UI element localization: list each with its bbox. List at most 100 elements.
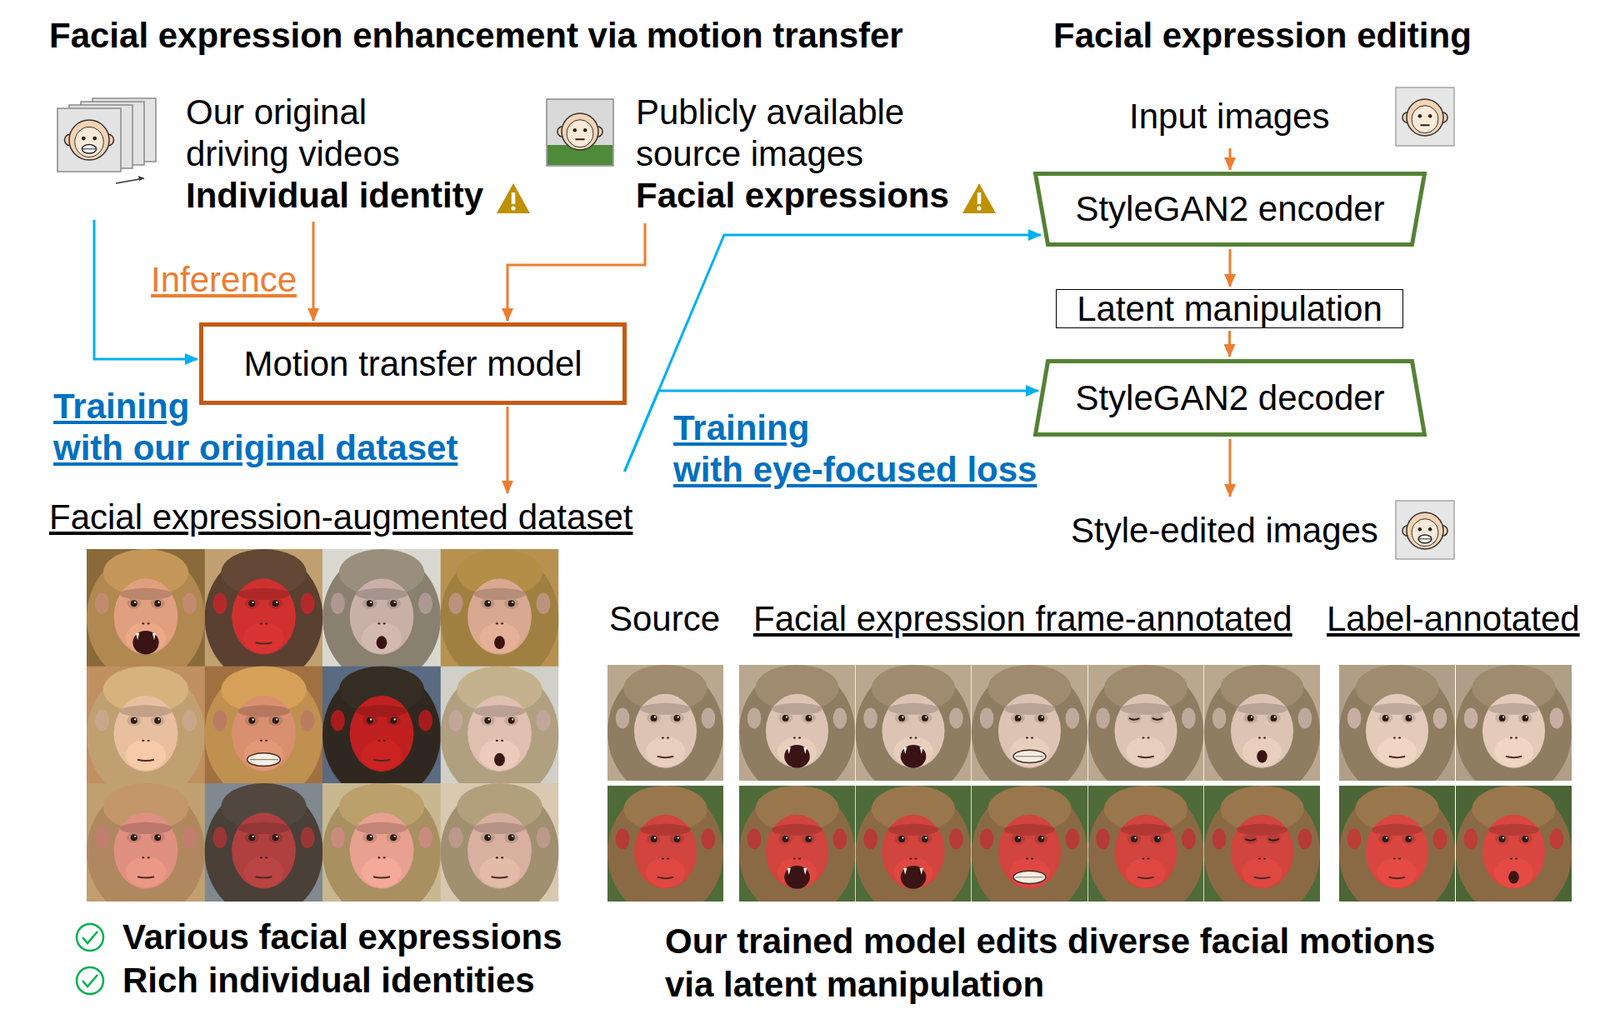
illustration-path — [152, 633, 156, 641]
monkey-photo — [1088, 665, 1205, 781]
column-heading: Source — [609, 598, 720, 640]
illustration-ellipse — [1371, 824, 1423, 836]
illustration-ellipse — [247, 753, 281, 767]
monkey-photo — [1204, 785, 1320, 902]
connector-arrow — [1228, 330, 1231, 357]
video-frames-icon — [57, 98, 156, 184]
illustration-ellipse — [666, 857, 670, 860]
illustration-circle — [154, 600, 161, 607]
illustration-ellipse — [1377, 736, 1417, 767]
illustration-circle — [1157, 836, 1160, 839]
illustration-ellipse — [666, 736, 670, 739]
illustration-path — [920, 868, 924, 875]
illustration-ellipse — [801, 713, 816, 725]
illustration-ellipse — [1242, 736, 1282, 767]
illustration-path — [373, 760, 390, 761]
illustration-ellipse — [1013, 870, 1046, 884]
section-heading: Facial expression editing — [1053, 15, 1472, 57]
illustration-ellipse — [1494, 857, 1534, 888]
illustration-circle — [1418, 114, 1422, 118]
illustration-rect — [1395, 87, 1455, 146]
illustration-circle — [272, 600, 280, 607]
wrap-spacer — [848, 407, 1065, 450]
illustration-ellipse — [473, 588, 525, 600]
illustration-circle — [573, 128, 577, 132]
illustration-ellipse — [1150, 834, 1165, 845]
illustration-ellipse — [362, 715, 377, 726]
connector-arrow — [94, 220, 198, 360]
illustration-ellipse — [833, 828, 848, 850]
face-icon — [1395, 500, 1455, 560]
edge-label: Inference — [150, 260, 297, 300]
illustration-circle — [1018, 836, 1020, 839]
illustration-path — [920, 747, 924, 755]
illustration-circle — [785, 715, 788, 718]
illustration-ellipse — [1401, 713, 1416, 725]
illustration-path — [255, 642, 273, 644]
monkey-photo — [1339, 785, 1455, 902]
illustration-ellipse — [1488, 824, 1540, 836]
illustration-circle — [1130, 835, 1138, 843]
monkey-photo — [205, 666, 324, 785]
illustration-ellipse — [784, 865, 810, 890]
text-line: Motion transfer model — [243, 343, 582, 385]
illustration-ellipse — [1401, 834, 1416, 845]
illustration-path — [1505, 756, 1522, 758]
illustration-ellipse — [1030, 736, 1034, 739]
illustration-ellipse — [1120, 824, 1171, 836]
illustration-ellipse — [1433, 828, 1448, 850]
illustration-circle — [366, 600, 374, 607]
illustration-path — [1268, 839, 1280, 841]
edge-label: Training with eye-focused loss — [673, 408, 1037, 490]
illustration-ellipse — [1025, 736, 1029, 739]
checkmark-icon — [76, 924, 104, 951]
illustration-ellipse — [479, 856, 520, 888]
illustration-ellipse — [473, 705, 525, 717]
illustration-circle — [785, 836, 788, 839]
illustration-ellipse — [793, 736, 796, 739]
illustration-ellipse — [504, 715, 519, 726]
illustration-ellipse — [701, 828, 716, 850]
illustration-ellipse — [1411, 519, 1439, 547]
illustration-ellipse — [237, 705, 290, 717]
illustration-ellipse — [1004, 824, 1055, 836]
illustration-ellipse — [1510, 857, 1513, 860]
illustration-ellipse — [998, 694, 1061, 769]
illustration-ellipse — [1263, 736, 1266, 739]
illustration-ellipse — [330, 593, 345, 615]
illustration-circle — [76, 967, 104, 995]
illustration-ellipse — [480, 832, 495, 844]
illustration-ellipse — [1378, 834, 1393, 845]
node-text-group: StyleGAN2 encoder — [1075, 188, 1385, 230]
illustration-ellipse — [1393, 857, 1396, 860]
illustration-ellipse — [615, 828, 630, 850]
illustration-ellipse — [1141, 736, 1145, 739]
illustration-ellipse — [1181, 828, 1196, 850]
illustration-ellipse — [355, 588, 408, 600]
monkey-photo — [855, 785, 972, 902]
illustration-ellipse — [386, 598, 401, 610]
illustration-polygon — [1035, 361, 1425, 435]
illustration-ellipse — [260, 740, 263, 742]
face-icon — [1395, 87, 1455, 146]
illustration-ellipse — [778, 834, 793, 845]
monkey-photo — [86, 549, 205, 668]
illustration-circle — [370, 601, 372, 604]
illustration-ellipse — [268, 832, 283, 844]
illustration-circle — [76, 924, 104, 951]
illustration-path — [1152, 718, 1164, 720]
illustration-ellipse — [615, 707, 630, 729]
illustration-ellipse — [114, 695, 179, 772]
edge-label-box: Training with our original dataset — [53, 385, 487, 470]
monkey-photo — [205, 549, 324, 668]
illustration-path — [1245, 839, 1256, 841]
illustration-ellipse — [640, 824, 691, 836]
wrap-spacer — [228, 385, 487, 428]
illustration-ellipse — [640, 703, 691, 715]
illustration-circle — [1402, 525, 1413, 536]
illustration-ellipse — [355, 705, 408, 717]
illustration-circle — [654, 715, 656, 718]
illustration-ellipse — [863, 828, 878, 850]
illustration-circle — [805, 715, 813, 722]
illustration-ellipse — [1258, 736, 1261, 739]
